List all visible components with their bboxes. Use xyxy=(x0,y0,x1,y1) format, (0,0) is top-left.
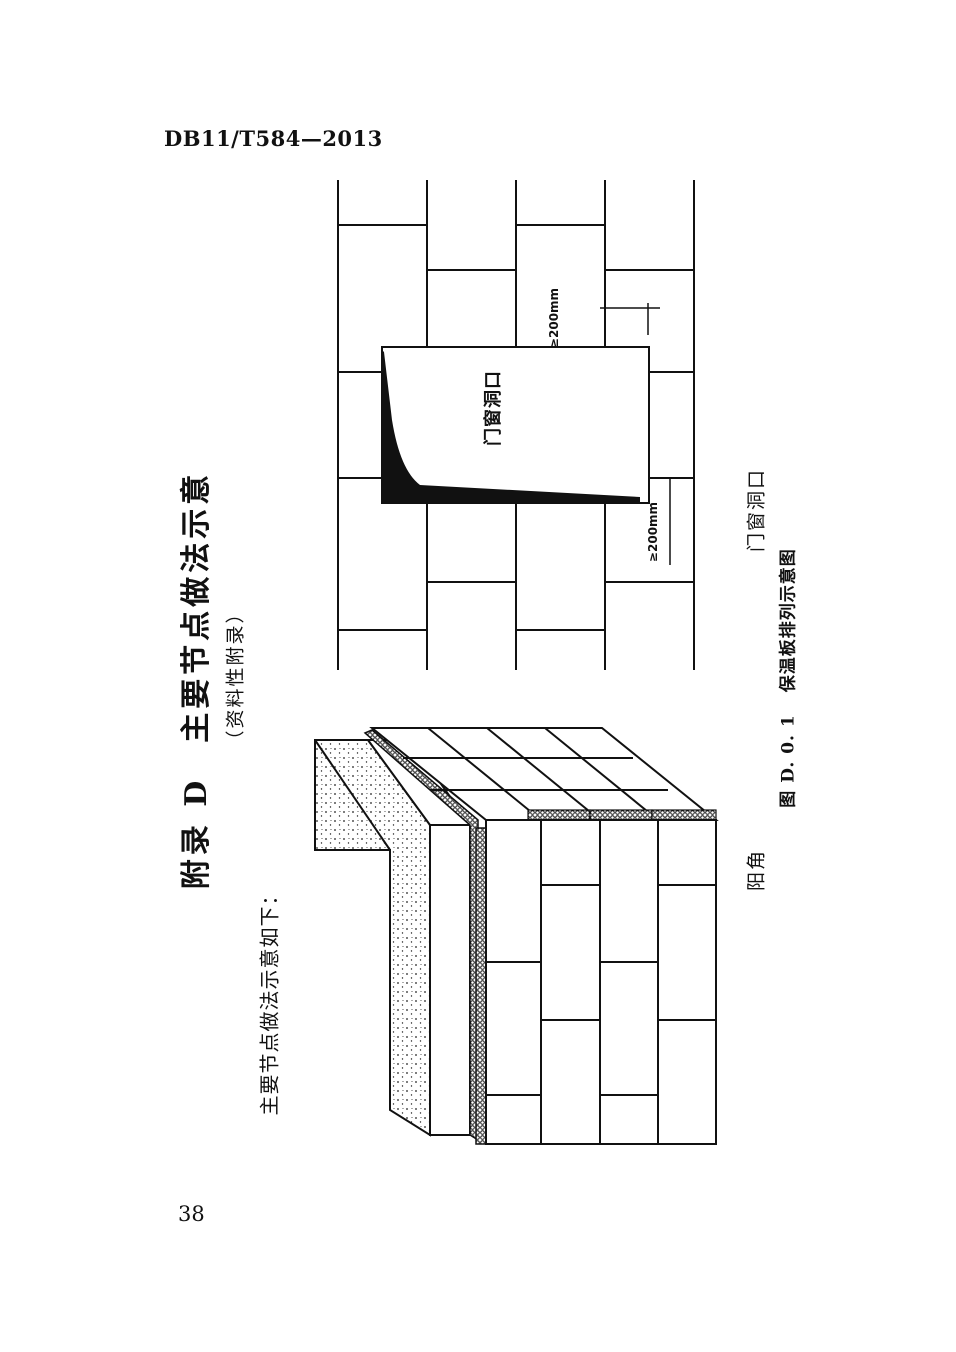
page-number: 38 xyxy=(178,1202,205,1226)
reinforcement-wedge xyxy=(382,350,640,503)
label-outside-corner: 阳角 xyxy=(745,848,768,892)
dimension-label-bottom: ≥200mm xyxy=(646,501,660,563)
label-door-window-opening: 门窗洞口 xyxy=(745,467,768,553)
dimension-label-top: ≥200mm xyxy=(547,287,561,349)
caption-number: 图 D. 0. 1 xyxy=(778,714,799,808)
opening-rectangle xyxy=(381,346,650,504)
outside-corner-diagram xyxy=(314,727,719,1145)
dimension-bottom xyxy=(655,477,685,565)
caption-text: 保温板排列示意图 xyxy=(778,548,799,693)
opening-inner-text: 门窗洞口 xyxy=(483,370,504,446)
dimension-top xyxy=(600,303,660,335)
figure-caption: 图 D. 0. 1 保温板排列示意图 xyxy=(774,548,799,807)
standard-code-header: DB11/T584—2013 xyxy=(164,126,383,151)
